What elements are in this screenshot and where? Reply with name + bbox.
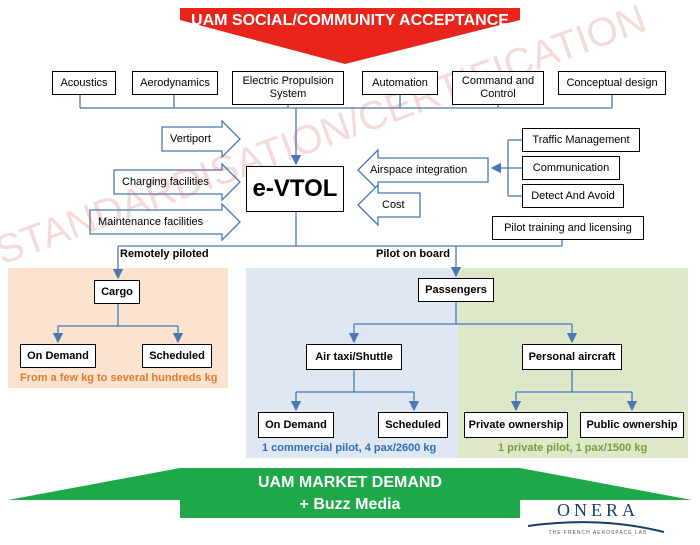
- cargo-box: Cargo: [94, 280, 140, 304]
- onera-logo: ONERA THE FRENCH AEROSPACE LAB: [528, 500, 668, 540]
- evtol-box: e-VTOL: [246, 166, 344, 212]
- bottom-banner-line2: + Buzz Media: [299, 496, 401, 513]
- communication-box: Communication: [522, 156, 620, 180]
- top-banner-arrow: [180, 8, 520, 64]
- cost-label: Cost: [382, 199, 405, 211]
- maintenance-arrow-shape: [89, 202, 241, 242]
- personal-note: 1 private pilot, 1 pax/1500 kg: [498, 442, 648, 454]
- airspace-arrow-shape: [357, 148, 489, 192]
- personal-aircraft-box: Personal aircraft: [522, 344, 622, 370]
- maintenance-facilities-label: Maintenance facilities: [98, 216, 204, 228]
- charging-facilities-label: Charging facilities: [122, 176, 209, 188]
- cargo-note: From a few kg to several hundreds kg: [20, 372, 218, 384]
- traffic-management-box: Traffic Management: [522, 128, 640, 152]
- pilot-training-box: Pilot training and licensing: [492, 216, 644, 240]
- onera-logo-tagline: THE FRENCH AEROSPACE LAB: [548, 530, 648, 536]
- tech-automation: Automation: [362, 71, 438, 95]
- air-taxi-on-demand-box: On Demand: [258, 412, 334, 438]
- passengers-box: Passengers: [418, 278, 494, 302]
- tech-aerodynamics: Aerodynamics: [132, 71, 218, 95]
- cargo-on-demand-box: On Demand: [20, 344, 96, 368]
- pilot-on-board-label: Pilot on board: [376, 248, 450, 260]
- onera-logo-name: ONERA: [557, 500, 639, 520]
- cargo-scheduled-box: Scheduled: [142, 344, 212, 368]
- vertiport-label: Vertiport: [170, 133, 211, 145]
- airspace-integration-label: Airspace integration: [370, 164, 468, 176]
- bottom-banner-arrow: [8, 468, 692, 518]
- detect-avoid-box: Detect And Avoid: [522, 184, 624, 208]
- vertiport-arrow-shape: [161, 119, 241, 159]
- air-taxi-note: 1 commercial pilot, 4 pax/2600 kg: [262, 442, 437, 454]
- tech-command-control: Command and Control: [452, 71, 544, 105]
- tech-electric-propulsion: Electric Propulsion System: [232, 71, 344, 105]
- air-taxi-box: Air taxi/Shuttle: [306, 344, 402, 370]
- air-taxi-scheduled-box: Scheduled: [378, 412, 448, 438]
- bottom-banner-line1: UAM MARKET DEMAND: [258, 474, 442, 491]
- cost-arrow-shape: [357, 183, 421, 227]
- private-ownership-box: Private ownership: [464, 412, 568, 438]
- public-ownership-box: Public ownership: [580, 412, 684, 438]
- charging-arrow-shape: [113, 162, 241, 202]
- tech-acoustics: Acoustics: [52, 71, 116, 95]
- top-banner-title: UAM SOCIAL/COMMUNITY ACCEPTANCE: [191, 12, 509, 29]
- onera-swoosh: [527, 521, 665, 533]
- tech-conceptual-design: Conceptual design: [558, 71, 666, 95]
- remotely-piloted-label: Remotely piloted: [120, 248, 209, 260]
